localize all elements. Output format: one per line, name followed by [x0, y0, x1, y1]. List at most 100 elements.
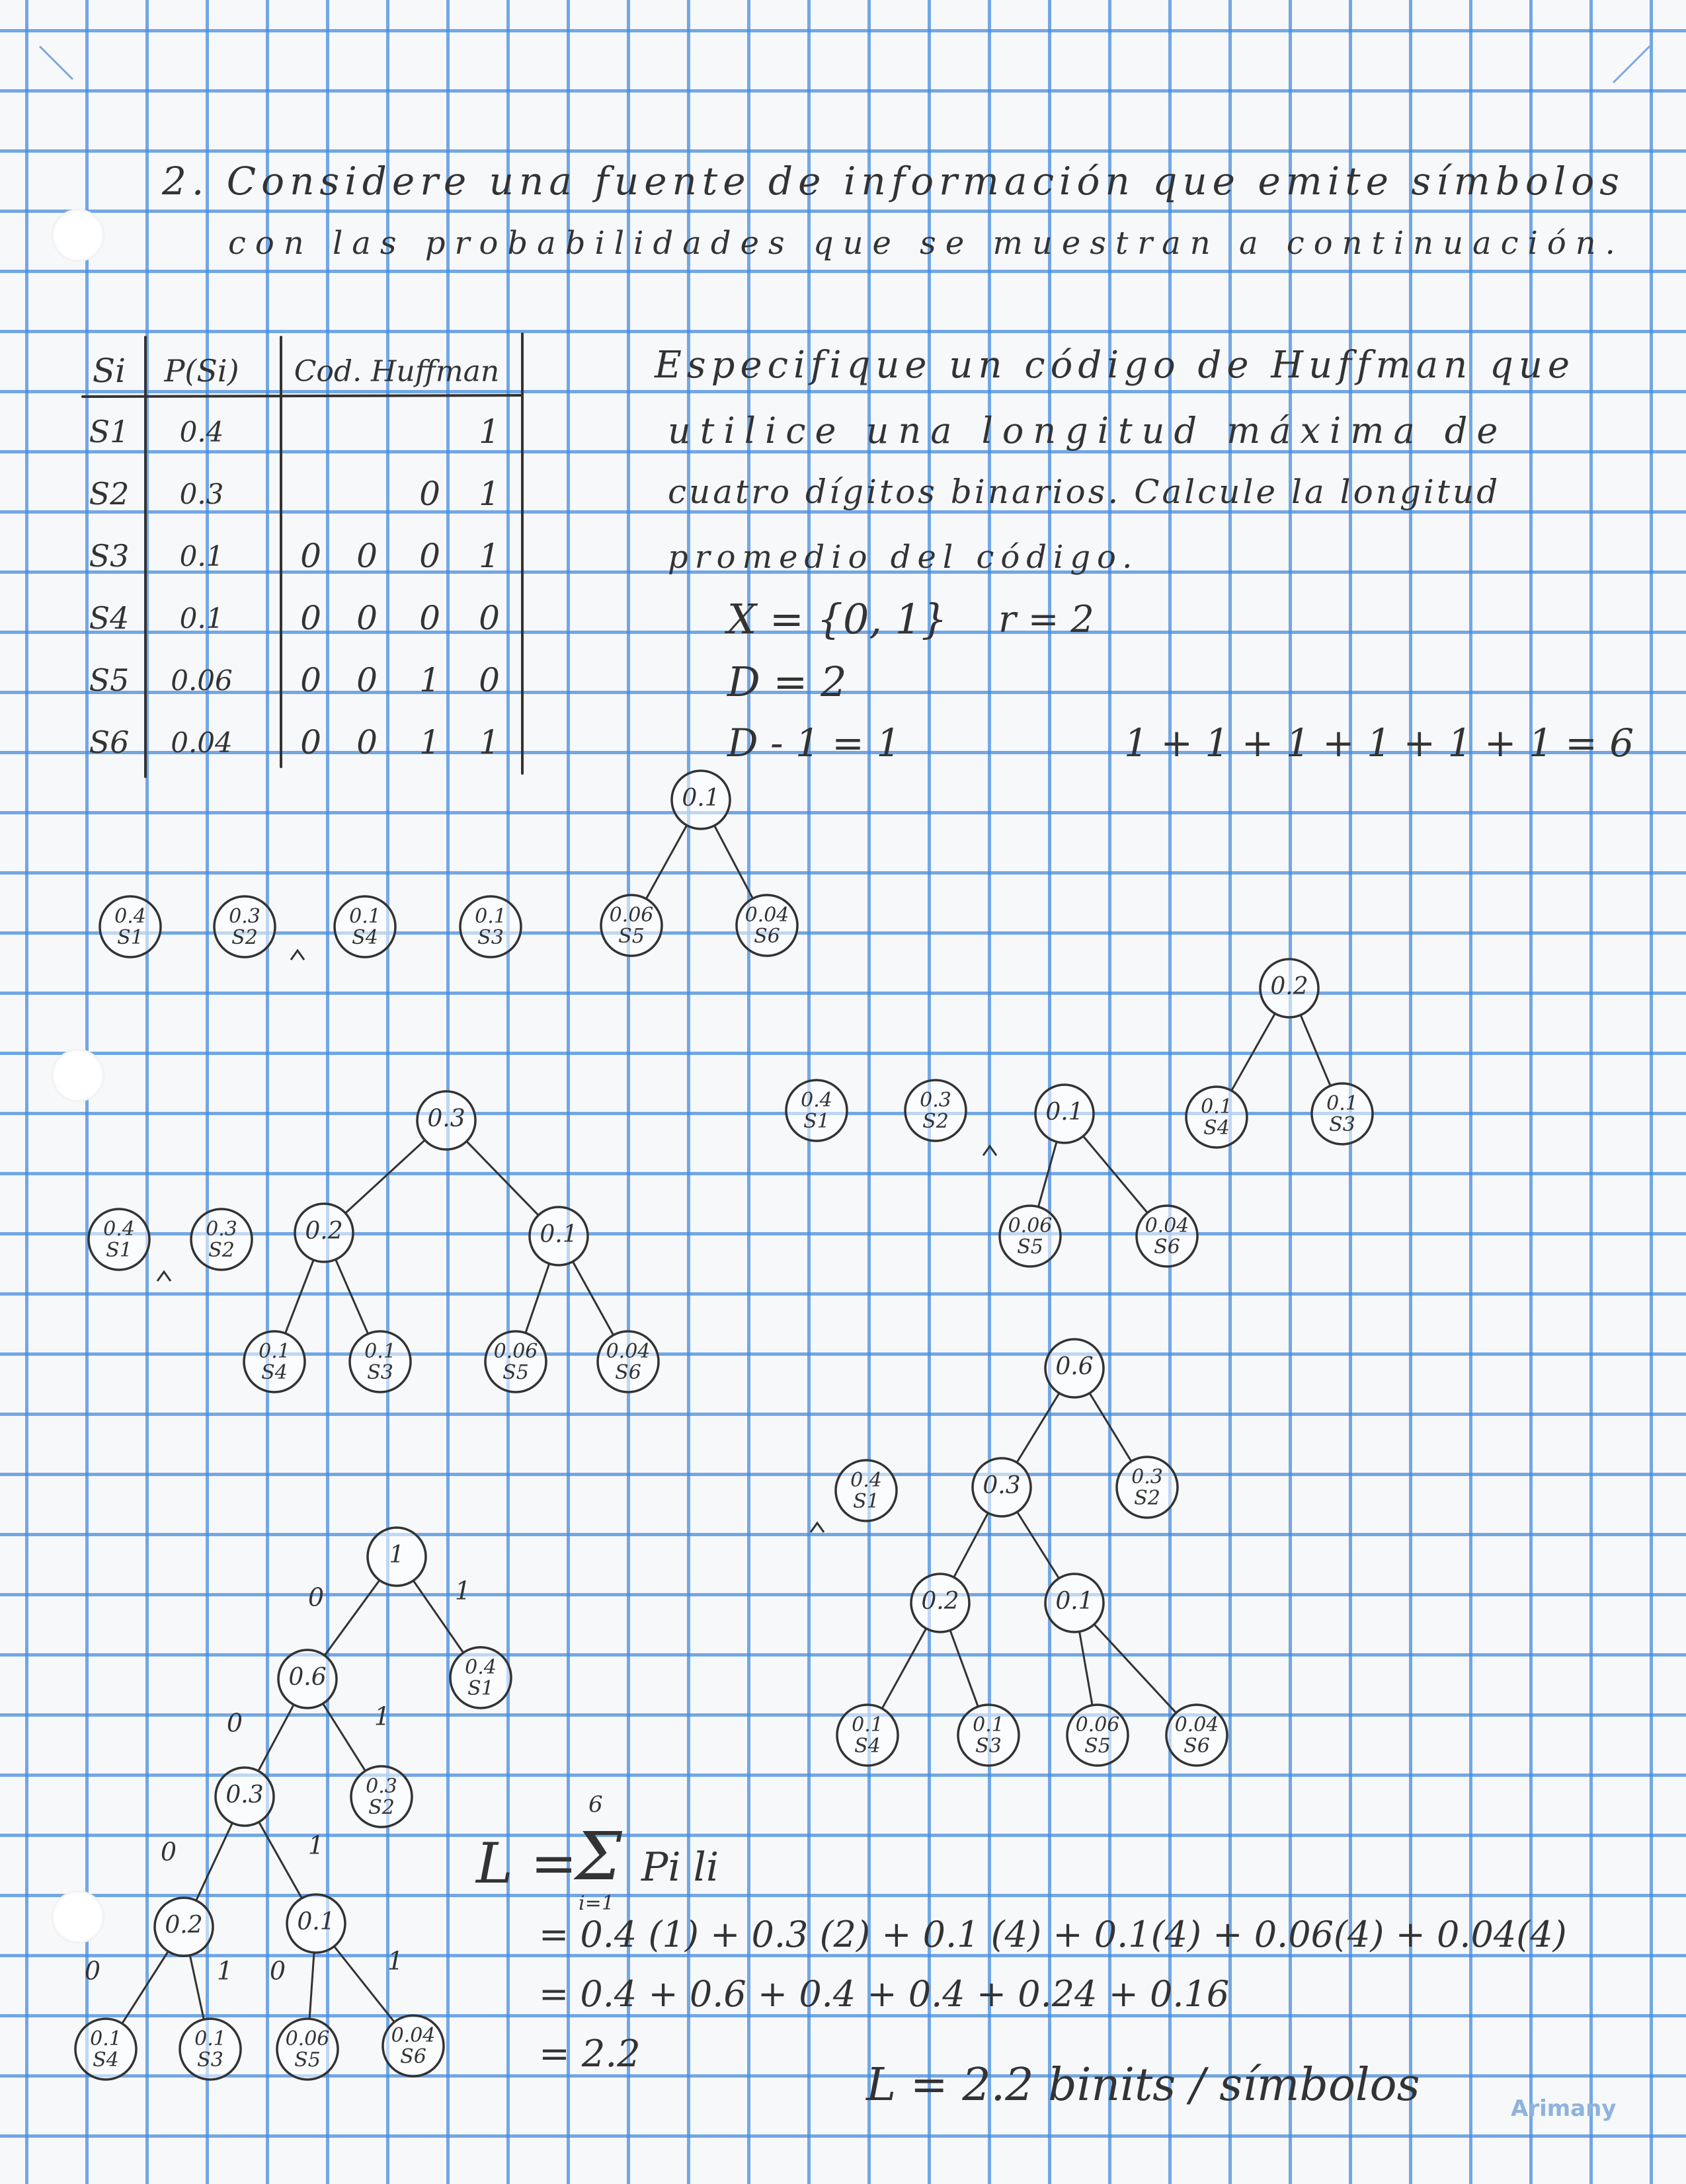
problem-line-1: 2. Considere una fuente de información q…	[162, 159, 1625, 204]
tree-edge	[949, 1629, 979, 1708]
node-probability: 0.1	[1326, 1092, 1358, 1115]
leaf-node	[381, 2014, 445, 2078]
leaf-node	[350, 1765, 413, 1828]
leaf-node	[243, 1330, 306, 1393]
tree-edge	[284, 1259, 315, 1335]
node-probability: 0.3	[427, 1105, 465, 1132]
table-cell-code-digit: 0	[419, 599, 440, 637]
table-cell-code-digit: 0	[356, 537, 378, 575]
node-probability: 0.4	[465, 1656, 497, 1679]
d-minus-one: D - 1 = 1	[727, 721, 901, 765]
internal-node	[670, 769, 731, 830]
leaf-node	[834, 1459, 898, 1522]
tree-edge	[333, 1945, 395, 2023]
leaf-node	[1310, 1082, 1374, 1146]
table-header-si: Si	[93, 352, 126, 390]
leaf-node	[484, 1330, 547, 1393]
formula-sigma: Σ	[575, 1818, 622, 1895]
node-probability: 0.1	[852, 1713, 883, 1736]
leaf-node	[1115, 1456, 1179, 1519]
leaf-node	[904, 1079, 967, 1142]
formula-sum-lower: i=1	[579, 1892, 614, 1915]
node-symbol: S6	[615, 1361, 641, 1384]
leaf-node	[74, 2017, 138, 2081]
node-probability: 0.04	[606, 1340, 651, 1363]
branch-bit-label: 0	[161, 1838, 177, 1867]
node-probability: 0.1	[364, 1340, 396, 1363]
tree-edge	[1088, 1392, 1133, 1463]
tree-edge	[1230, 1012, 1276, 1092]
formula-result: L = 2.2 binits / símbolos	[866, 2059, 1420, 2111]
table-cell-prob: 0.06	[171, 664, 233, 697]
table-cell-code-digit: 0	[300, 537, 321, 575]
table-cell-code-digit: 1	[479, 475, 500, 513]
tree-edge	[1093, 1623, 1178, 1714]
node-probability: 0.3	[1131, 1465, 1163, 1489]
leaf-node	[99, 895, 162, 958]
instructions-line-2: utilice una longitud máxima de	[668, 410, 1507, 451]
table-cell-code-digit: 1	[419, 723, 440, 761]
node-probability: 0.04	[1145, 1214, 1189, 1237]
d-value: D = 2	[727, 658, 847, 706]
tree-edge	[258, 1820, 303, 1900]
punch-hole-top	[52, 209, 104, 262]
formula-lhs: L =	[476, 1831, 577, 1896]
node-probability: 0.06	[286, 2027, 330, 2050]
node-probability: 0.06	[494, 1340, 538, 1363]
punch-hole-bottom	[52, 1891, 104, 1943]
node-symbol: S1	[106, 1239, 132, 1262]
node-probability: 0.4	[801, 1089, 832, 1112]
node-symbol: S6	[400, 2045, 426, 2068]
node-symbol: S2	[208, 1239, 235, 1262]
tree-edge	[1016, 1392, 1061, 1463]
table-cell-code-digit: 0	[479, 661, 500, 699]
leaf-node	[998, 1204, 1062, 1268]
table-cell-code-digit: 1	[419, 661, 440, 699]
branch-bit-label: 1	[217, 1957, 233, 1986]
node-symbol: S2	[368, 1796, 395, 1819]
instructions-line-4: promedio del código.	[668, 539, 1139, 576]
internal-node	[277, 1649, 338, 1709]
leaf-node	[600, 894, 663, 957]
node-symbol: S5	[1017, 1235, 1043, 1259]
leaf-node	[596, 1330, 660, 1393]
node-probability: 0.4	[114, 905, 146, 928]
branch-bit-label: 1	[308, 1831, 324, 1860]
tree-edge	[335, 1258, 370, 1335]
tree-edge	[344, 1139, 426, 1214]
branch-bit-label: 0	[308, 1583, 324, 1612]
node-probability: 0.06	[1076, 1713, 1120, 1736]
caret-mark	[809, 1521, 825, 1533]
radix-value: r = 2	[998, 598, 1094, 641]
tree-edge	[465, 1140, 540, 1216]
node-symbol: S3	[1329, 1113, 1355, 1136]
node-probability: 0.3	[206, 1218, 237, 1241]
node-probability: 0.2	[1270, 973, 1308, 1000]
node-probability: 0.3	[920, 1089, 951, 1112]
leaf-node	[213, 895, 276, 958]
branch-bit-label: 1	[374, 1702, 390, 1731]
formula-line-3: = 2.2	[539, 2033, 641, 2076]
leaf-node	[179, 2017, 242, 2081]
tree-edge	[321, 1702, 367, 1772]
table-cell-symbol: S2	[89, 476, 130, 512]
table-cell-symbol: S6	[89, 724, 130, 760]
tree-edge	[571, 1261, 615, 1337]
punch-hole-middle	[52, 1049, 104, 1102]
node-probability: 0.2	[921, 1588, 959, 1615]
table-cell-code-digit: 0	[356, 599, 378, 637]
leaf-node	[459, 895, 522, 958]
table-cell-code-digit: 0	[419, 537, 440, 575]
table-cell-code-digit: 1	[479, 537, 500, 575]
table-cell-code-digit: 0	[300, 661, 321, 699]
table-cell-code-digit: 0	[479, 599, 500, 637]
node-symbol: S5	[1084, 1735, 1111, 1758]
tree-edge	[121, 1950, 169, 2025]
table-cell-symbol: S4	[89, 600, 130, 636]
node-probability: 0.2	[305, 1218, 342, 1245]
table-cell-symbol: S1	[89, 414, 130, 449]
brand-logo: Arimany	[1511, 2095, 1617, 2122]
ones-sum: 1 + 1 + 1 + 1 + 1 + 1 = 6	[1124, 721, 1634, 765]
node-symbol: S6	[1184, 1735, 1210, 1758]
